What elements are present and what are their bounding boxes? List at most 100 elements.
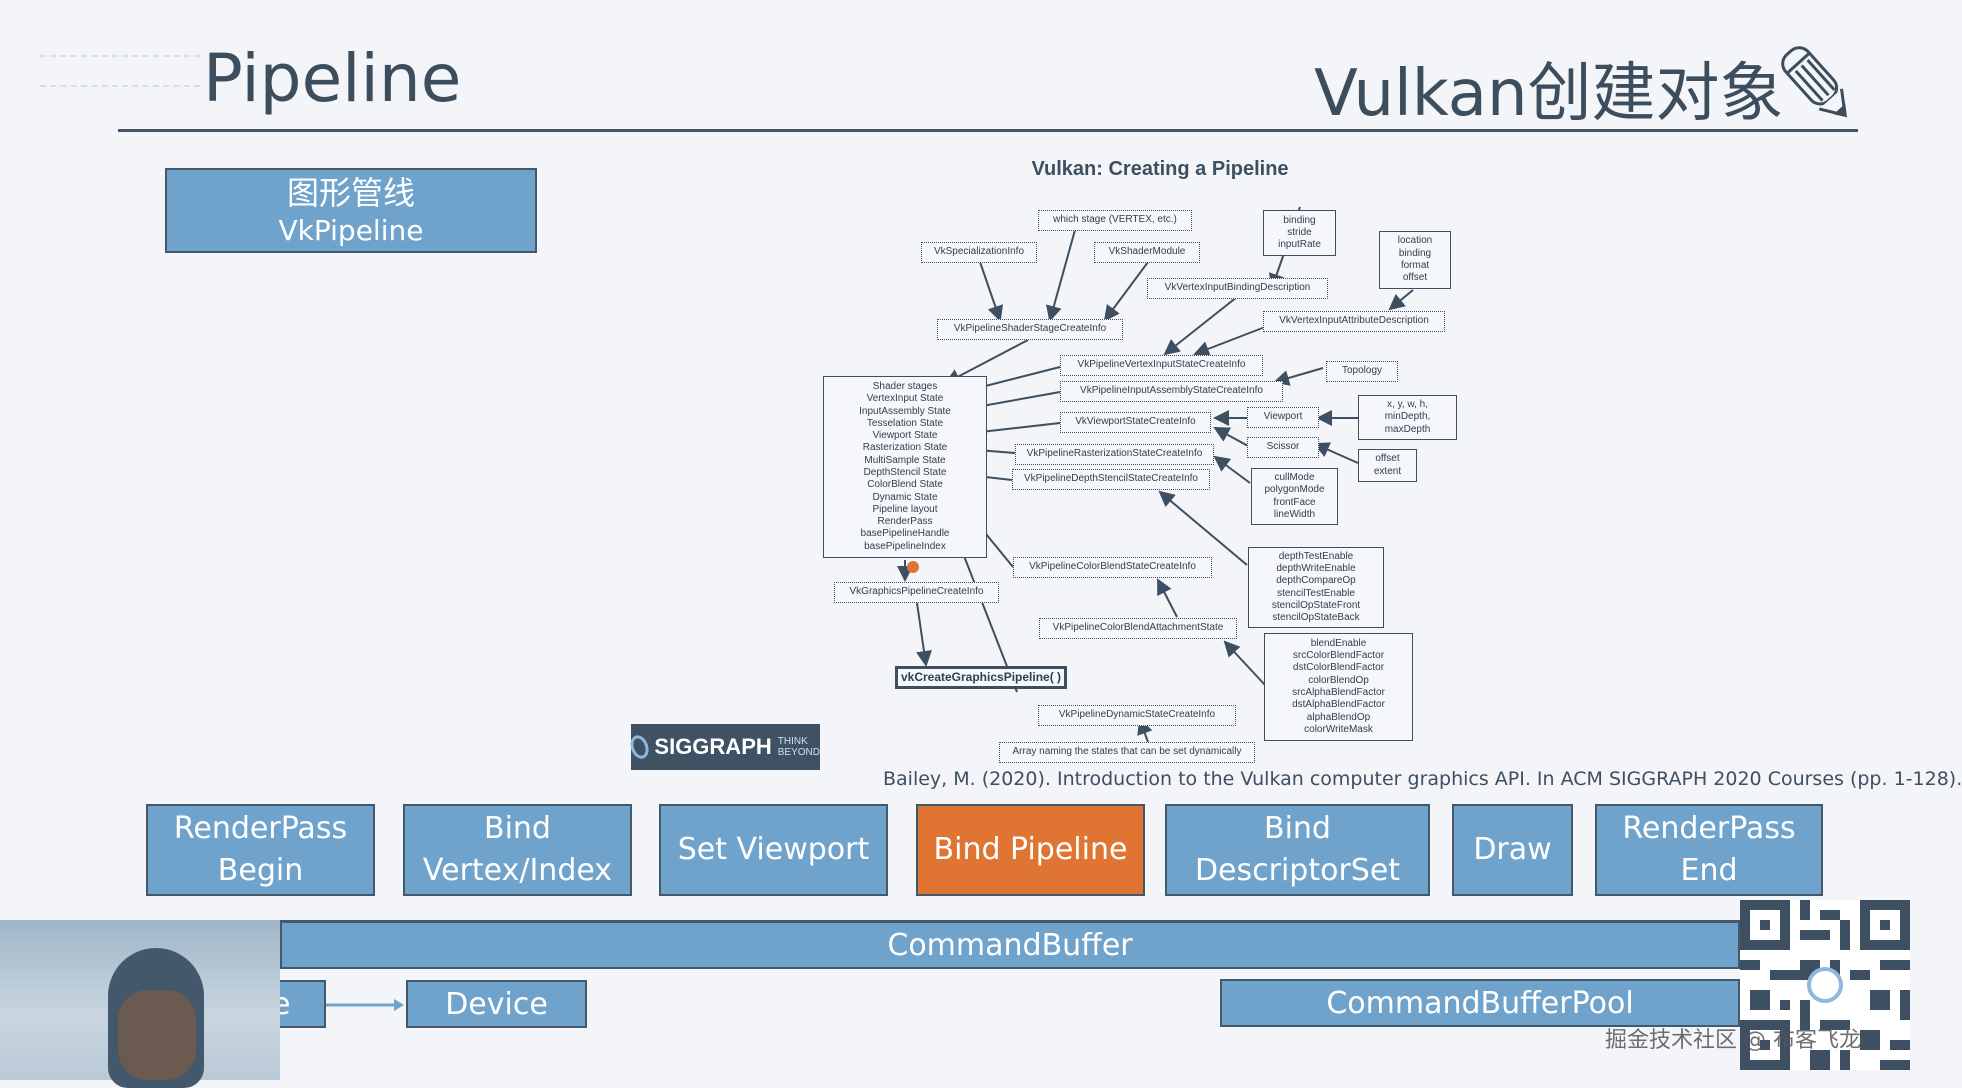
diagram-title: Vulkan: Creating a Pipeline: [1031, 158, 1289, 180]
logo-name: SIGGRAPH: [654, 734, 772, 759]
node-shader-module: VkShaderModule: [1094, 242, 1200, 263]
watermark: 掘金技术社区 @ 布客飞龙: [1605, 1028, 1861, 1053]
field: frontFace: [1273, 496, 1316, 508]
field: Dynamic State: [872, 491, 938, 503]
field: offset: [1402, 272, 1428, 284]
field: Pipeline layout: [872, 503, 938, 515]
section-title: Vulkan创建对象: [1314, 57, 1784, 131]
field: dstColorBlendFactor: [1292, 662, 1385, 674]
field: stencilOpStateBack: [1272, 612, 1360, 624]
field: x, y, w, h,: [1387, 399, 1428, 411]
webcam-overlay: [0, 920, 280, 1088]
field: srcColorBlendFactor: [1292, 650, 1385, 662]
header-decoration: [40, 55, 200, 87]
field: Shader stages: [872, 380, 938, 392]
node-viewport: Viewport: [1247, 407, 1319, 428]
field: Viewport State: [872, 430, 938, 442]
field: lineWidth: [1273, 508, 1316, 520]
field: Rasterization State: [862, 442, 948, 454]
arrow: [1388, 289, 1414, 311]
node-rasterization-state-ci: VkPipelineRasterizationStateCreateInfo: [1015, 444, 1214, 465]
pencil-icon: [1772, 38, 1862, 130]
node-binding-description: VkVertexInputBindingDescription: [1147, 278, 1328, 299]
arrow: [944, 339, 1029, 384]
vkpipeline-concept-box: 图形管线 VkPipeline: [165, 168, 537, 253]
arrow: [1223, 640, 1266, 686]
node-color-blend-state-ci: VkPipelineColorBlendStateCreateInfo: [1013, 557, 1212, 578]
page-title: Pipeline: [203, 40, 462, 117]
node-pipeline-fields: Shader stages VertexInput State InputAss…: [823, 376, 987, 558]
field: RenderPass: [877, 516, 933, 528]
field: cullMode: [1274, 471, 1315, 483]
node-shader-stage-ci: VkPipelineShaderStageCreateInfo: [937, 319, 1123, 340]
field: Tesselation State: [866, 417, 944, 429]
cursor-dot: [907, 561, 919, 573]
node-specialization-info: VkSpecializationInfo: [921, 242, 1037, 263]
step-set-viewport[interactable]: Set Viewport: [659, 804, 888, 896]
node-viewport-state-ci: VkViewportStateCreateInfo: [1060, 412, 1211, 433]
logo-tagline: THINK BEYOND: [777, 736, 820, 758]
field: colorBlendOp: [1308, 674, 1369, 686]
command-buffer-bar: CommandBuffer: [280, 921, 1740, 969]
node-graphics-pipeline-ci: VkGraphicsPipelineCreateInfo: [834, 582, 999, 603]
node-raster-fields: cullMode polygonMode frontFace lineWidth: [1251, 468, 1338, 525]
arrow: [1273, 367, 1324, 386]
node-dynamic-state-ci: VkPipelineDynamicStateCreateInfo: [1038, 705, 1236, 726]
arrow-to-device: [326, 999, 404, 1011]
node-which-stage: which stage (VERTEX, etc.): [1038, 210, 1192, 231]
field: alphaBlendOp: [1306, 711, 1371, 723]
field: binding: [1283, 214, 1316, 226]
field: format: [1400, 260, 1430, 271]
arrow: [1213, 455, 1251, 484]
step-bind-pipeline-active[interactable]: Bind Pipeline: [916, 804, 1145, 896]
arrow: [979, 261, 1003, 322]
field: dstAlphaBlendFactor: [1292, 699, 1385, 711]
node-attribute-fields: location binding format offset: [1379, 231, 1451, 289]
node-vertex-input-state-ci: VkPipelineVertexInputStateCreateInfo: [1060, 355, 1263, 376]
node-attribute-description: VkVertexInputAttributeDescription: [1263, 311, 1445, 332]
field: ColorBlend State: [867, 479, 943, 491]
arrow: [1157, 578, 1178, 618]
arrow: [1046, 229, 1076, 322]
device-box: Device: [406, 980, 587, 1028]
arrow: [1213, 427, 1251, 448]
presenter-face: [118, 990, 196, 1080]
node-color-blend-attachment: VkPipelineColorBlendAttachmentState: [1039, 618, 1237, 639]
field: basePipelineIndex: [864, 540, 946, 552]
node-viewport-fields: x, y, w, h, minDepth, maxDepth: [1358, 395, 1457, 440]
field: location: [1397, 235, 1433, 247]
field: MultiSample State: [864, 454, 946, 466]
field: InputAssembly State: [859, 405, 951, 417]
node-topology: Topology: [1326, 361, 1398, 382]
arrow: [1163, 296, 1238, 356]
field: stencilOpStateFront: [1271, 599, 1361, 611]
field: depthWriteEnable: [1276, 562, 1356, 574]
arrow: [1313, 442, 1359, 464]
field: colorWriteMask: [1304, 723, 1373, 735]
field: blendEnable: [1310, 637, 1367, 649]
field: maxDepth: [1384, 423, 1431, 435]
qr-code: [1740, 900, 1910, 1070]
siggraph-logo: SIGGRAPH THINK BEYOND: [627, 724, 820, 770]
field: DepthStencil State: [863, 467, 947, 478]
node-depth-stencil-state-ci: VkPipelineDepthStencilStateCreateInfo: [1012, 469, 1210, 490]
node-create-graphics-pipeline: vkCreateGraphicsPipeline( ): [895, 666, 1067, 689]
node-dynamic-note: Array naming the states that can be set …: [999, 742, 1255, 763]
field: stencilTestEnable: [1277, 587, 1355, 599]
citation: Bailey, M. (2020). Introduction to the V…: [883, 768, 1962, 790]
field: inputRate: [1278, 239, 1321, 251]
arrow: [916, 602, 932, 667]
concept-title-cn: 图形管线: [286, 173, 415, 212]
step-draw[interactable]: Draw: [1452, 804, 1573, 896]
field: depthTestEnable: [1278, 550, 1354, 562]
siggraph-swirl-icon: [627, 732, 652, 762]
concept-title-en: VkPipeline: [278, 213, 424, 247]
node-depth-fields: depthTestEnable depthWriteEnable depthCo…: [1248, 547, 1384, 628]
arrow: [1103, 261, 1149, 322]
node-blend-fields: blendEnable srcColorBlendFactor dstColor…: [1264, 633, 1413, 741]
node-scissor: Scissor: [1247, 437, 1319, 458]
